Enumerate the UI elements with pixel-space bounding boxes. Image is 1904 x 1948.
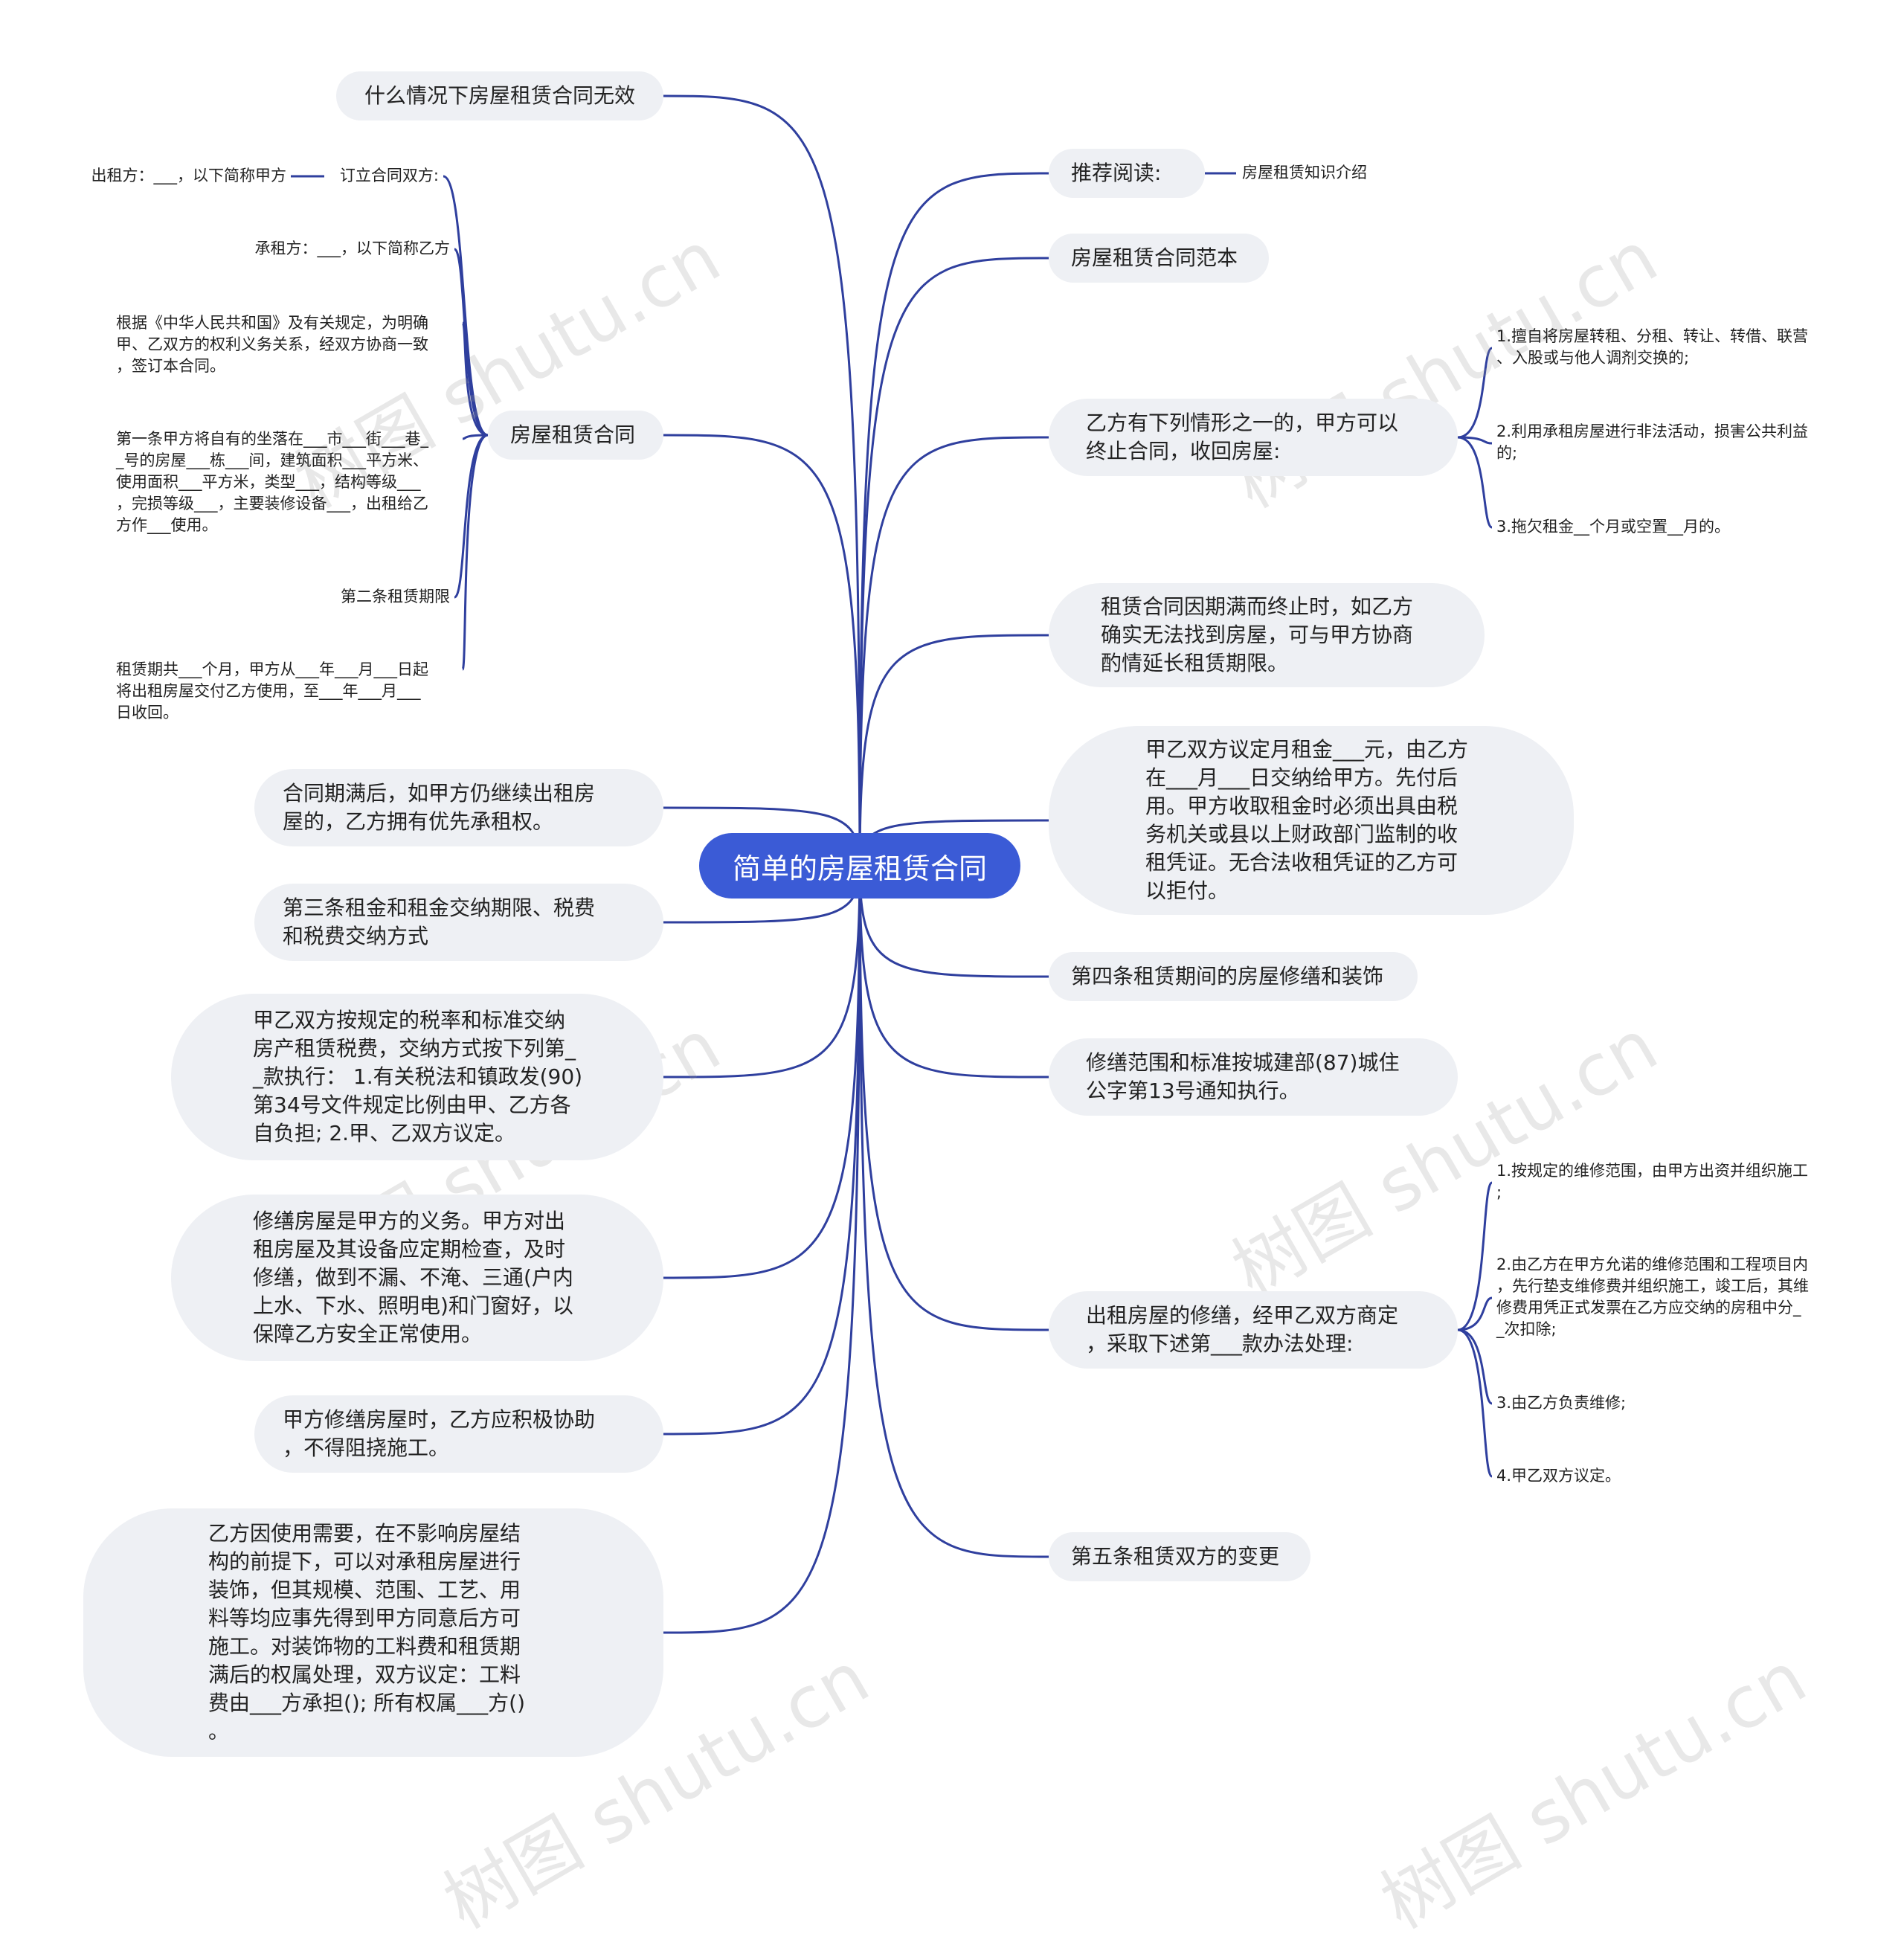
topic-contract-template[interactable]: 房屋租赁合同范本 [1049, 234, 1269, 283]
subtopic-sublet[interactable]: 1.擅自将房屋转租、分租、转让、转借、联营 、入股或与他人调剂交换的; [1496, 327, 1809, 367]
topic-repair-standard[interactable]: 修缮范围和标准按城建部(87)城住 公字第13号通知执行。 [1049, 1038, 1458, 1116]
branch-link-right [858, 257, 1049, 867]
subtopic-lessee-advance[interactable]: 2.由乙方在甲方允诺的维修范围和工程项目内 ，先行垫支维修费并组织施工，竣工后，… [1496, 1256, 1809, 1338]
topic-tax-payment[interactable]: 甲乙双方按规定的税率和标准交纳 房产租赁税费，交纳方式按下列第_ _款执行： 1… [171, 994, 663, 1160]
root-topic[interactable]: 简单的房屋租赁合同 [699, 833, 1020, 899]
topic-renewal-priority[interactable]: 合同期满后，如甲方仍继续出租房 屋的，乙方拥有优先承租权。 [254, 769, 663, 846]
subtopic-link [1457, 1181, 1493, 1331]
subtopic-link [1457, 1328, 1493, 1478]
topic-assist-repair[interactable]: 甲方修缮房屋时，乙方应积极协助 ，不得阻挠施工。 [254, 1395, 663, 1473]
branch-link-left [663, 94, 861, 867]
subtopic-lease-period[interactable]: 租赁期共___个月，甲方从___年___月___日起 将出租房屋交付乙方使用，至… [116, 660, 428, 721]
subtopic-link [1457, 436, 1493, 529]
topic-repair-method[interactable]: 出租房屋的修缮，经甲乙双方商定 ，采取下述第___款办法处理: [1049, 1291, 1458, 1369]
subtopic-link [1457, 347, 1493, 439]
subtopic-agreed[interactable]: 4.甲乙双方议定。 [1496, 1467, 1621, 1485]
subtopic-link [1457, 436, 1493, 445]
subtopic-lessor[interactable]: 出租方：___，以下简称甲方 [91, 167, 287, 184]
branch-link-left [663, 865, 861, 1634]
topic-article-3[interactable]: 第三条租金和租金交纳期限、税费 和税费交纳方式 [254, 884, 663, 961]
branch-link-right [858, 634, 1049, 867]
topic-invalid-contract[interactable]: 什么情况下房屋租赁合同无效 [336, 71, 663, 120]
connector-lines [291, 94, 1493, 1634]
subtopic-lessee-repair[interactable]: 3.由乙方负责维修; [1496, 1394, 1627, 1412]
branch-link-left [663, 865, 861, 1436]
subtopic-rent-arrears[interactable]: 3.拖欠租金__个月或空置__月的。 [1496, 518, 1731, 536]
subtopic-article-2[interactable]: 第二条租赁期限 [341, 588, 450, 605]
topic-article-5[interactable]: 第五条租赁双方的变更 [1049, 1532, 1310, 1581]
branch-link-left [663, 434, 861, 867]
branch-link-right [858, 172, 1049, 867]
topic-extension[interactable]: 租赁合同因期满而终止时，如乙方 确实无法找到房屋，可与甲方协商 酌情延长租赁期限… [1049, 583, 1485, 687]
branch-link-left [663, 865, 861, 1079]
topic-termination-conditions[interactable]: 乙方有下列情形之一的，甲方可以 终止合同，收回房屋: [1049, 399, 1458, 476]
branch-link-left [663, 865, 861, 1279]
subtopic-contract-parties[interactable]: 订立合同双方: [339, 167, 439, 184]
branch-link-right [858, 865, 1049, 1331]
subtopic-link [1457, 1296, 1493, 1331]
subtopic-article-1[interactable]: 第一条甲方将自有的坐落在___市___街___巷_ _号的房屋___栋___间，… [116, 430, 428, 534]
subtopic-link [461, 434, 489, 671]
branch-link-right [858, 865, 1049, 978]
subtopic-link [461, 321, 489, 437]
topic-lease-contract[interactable]: 房屋租赁合同 [488, 411, 663, 460]
topic-decoration[interactable]: 乙方因使用需要，在不影响房屋结 构的前提下，可以对承租房屋进行 装饰，但其规模、… [83, 1508, 663, 1757]
mindmap-canvas: 树图 shutu.cn 树图 shutu.cn 树图 shutu.cn 树图 s… [83, 71, 1819, 1945]
subtopic-lessee[interactable]: 承租方：___，以下简称乙方 [254, 240, 451, 257]
subtopic-link [1457, 1328, 1493, 1405]
subtopic-lease-knowledge[interactable]: 房屋租赁知识介绍 [1242, 164, 1367, 181]
topic-repair-duty[interactable]: 修缮房屋是甲方的义务。甲方对出 租房屋及其设备应定期检查，及时 修缮，做到不漏、… [171, 1195, 663, 1361]
topic-recommended-reading[interactable]: 推荐阅读: [1049, 149, 1205, 198]
topic-monthly-rent[interactable]: 甲乙双方议定月租金___元，由乙方 在___月___日交纳给甲方。先付后 用。甲… [1049, 726, 1574, 915]
subtopic-link [462, 434, 489, 440]
subtopic-link [443, 175, 489, 437]
branch-link-right [858, 436, 1049, 867]
subtopic-illegal-use[interactable]: 2.利用承租房屋进行非法活动，损害公共利益 的; [1496, 422, 1809, 462]
branch-link-right [858, 865, 1049, 1079]
subtopic-lessor-repair[interactable]: 1.按规定的维修范围，由甲方出资并组织施工 ; [1496, 1162, 1809, 1201]
subtopic-link [453, 434, 489, 599]
subtopic-legal-basis[interactable]: 根据《中华人民共和国》及有关规定，为明确 甲、乙双方的权利义务关系，经双方协商一… [116, 314, 428, 375]
branch-link-right [858, 865, 1049, 1558]
topic-article-4[interactable]: 第四条租赁期间的房屋修缮和装饰 [1049, 952, 1418, 1001]
